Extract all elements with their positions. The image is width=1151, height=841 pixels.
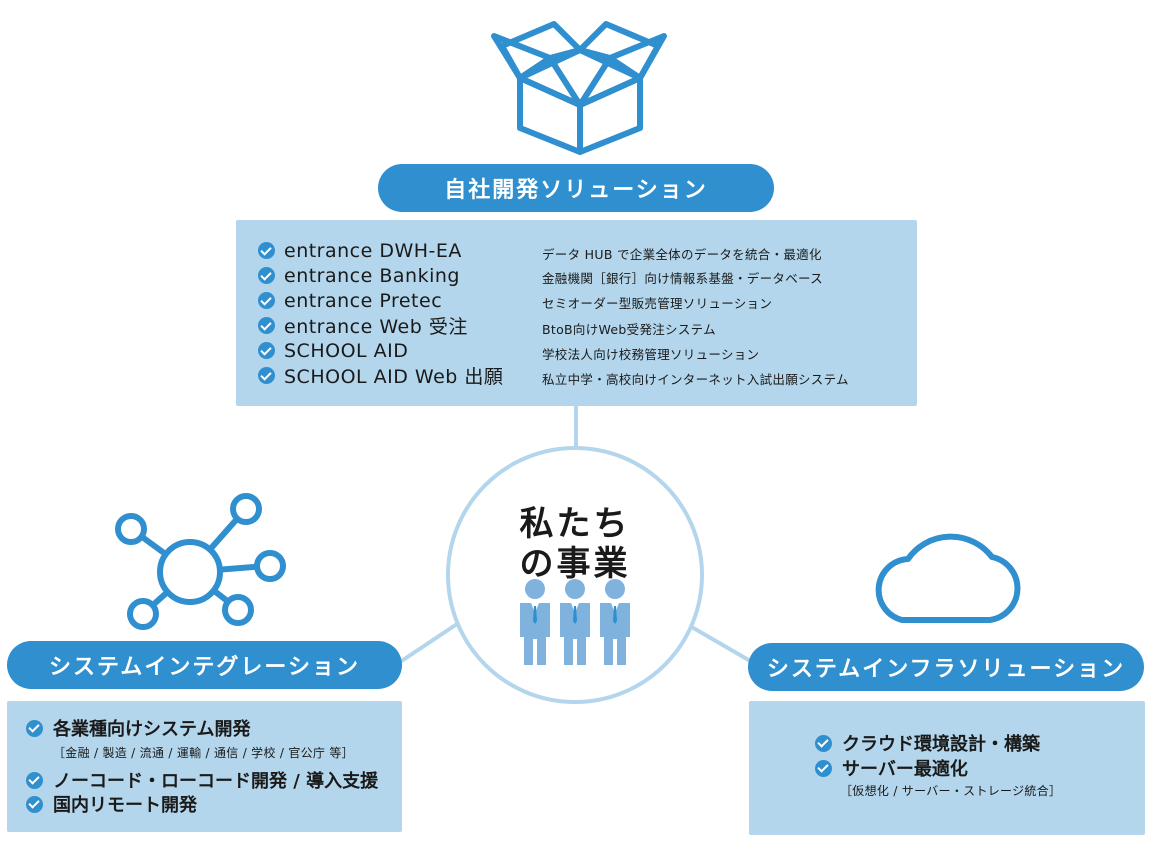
check-icon xyxy=(258,242,275,259)
product-name: SCHOOL AID Web 出願 xyxy=(284,366,504,388)
product-item: entrance Banking xyxy=(258,263,460,288)
si-item: ノーコード・ローコード開発 / 導入支援 xyxy=(26,768,378,792)
infra-item: サーバー最適化 xyxy=(815,756,968,780)
product-desc: BtoB向けWeb受発注システム xyxy=(542,322,716,337)
check-icon xyxy=(258,342,275,359)
product-name: SCHOOL AID xyxy=(284,339,409,362)
product-desc: データ HUB で企業全体のデータを統合・最適化 xyxy=(542,247,822,262)
infra-item-label: サーバー最適化 xyxy=(842,759,968,780)
si-item-label: 各業種向けシステム開発 xyxy=(53,719,251,740)
check-icon xyxy=(258,317,275,334)
own-solutions-panel xyxy=(236,220,917,406)
si-item-note: ［金融 / 製造 / 流通 / 運輸 / 通信 / 学校 / 官公庁 等］ xyxy=(53,746,354,760)
product-item: entrance Web 受注 xyxy=(258,313,468,338)
si-item-label: ノーコード・ローコード開発 / 導入支援 xyxy=(53,771,379,792)
check-icon xyxy=(26,719,43,737)
product-desc: 学校法人向け校務管理ソリューション xyxy=(542,347,760,362)
people-group-icon xyxy=(520,579,630,665)
infra-item: クラウド環境設計・構築 xyxy=(815,731,1040,755)
check-icon xyxy=(258,292,275,309)
center-circle xyxy=(446,446,704,704)
center-title-line2: の事業 xyxy=(519,544,631,584)
system-integration-heading: システムインテグレーション xyxy=(7,641,402,689)
product-item: entrance Pretec xyxy=(258,288,442,313)
infra-solutions-heading: システムインフラソリューション xyxy=(748,643,1144,691)
check-icon xyxy=(26,795,43,813)
infra-item-note: ［仮想化 / サーバー・ストレージ統合］ xyxy=(840,784,1062,798)
cloud-icon xyxy=(875,533,1021,623)
product-item: SCHOOL AID Web 出願 xyxy=(258,363,503,388)
open-box-icon xyxy=(491,21,667,155)
check-icon xyxy=(815,734,832,752)
connector-right xyxy=(688,624,754,664)
product-name: entrance Pretec xyxy=(284,289,443,312)
network-hub-icon xyxy=(115,493,286,630)
si-item: 国内リモート開発 xyxy=(26,792,197,816)
center-title-line1: 私たち xyxy=(519,504,631,544)
connector-left xyxy=(398,620,462,664)
check-icon xyxy=(258,367,275,384)
si-item-label: 国内リモート開発 xyxy=(53,795,197,816)
system-integration-panel xyxy=(7,701,402,832)
product-name: entrance DWH-EA xyxy=(284,239,462,262)
product-desc: 私立中学・高校向けインターネット入試出願システム xyxy=(542,372,849,387)
product-item: SCHOOL AID xyxy=(258,338,408,363)
product-name: entrance Banking xyxy=(284,264,460,287)
infra-item-label: クラウド環境設計・構築 xyxy=(842,734,1040,755)
check-icon xyxy=(26,771,43,789)
product-desc: セミオーダー型販売管理ソリューション xyxy=(542,296,773,311)
product-name: entrance Web 受注 xyxy=(284,316,468,338)
product-desc: 金融機関［銀行］向け情報系基盤・データベース xyxy=(542,271,823,286)
si-item: 各業種向けシステム開発 xyxy=(26,716,250,740)
check-icon xyxy=(815,759,832,777)
own-solutions-heading: 自社開発ソリューション xyxy=(378,164,774,212)
check-icon xyxy=(258,267,275,284)
product-item: entrance DWH-EA xyxy=(258,238,462,263)
